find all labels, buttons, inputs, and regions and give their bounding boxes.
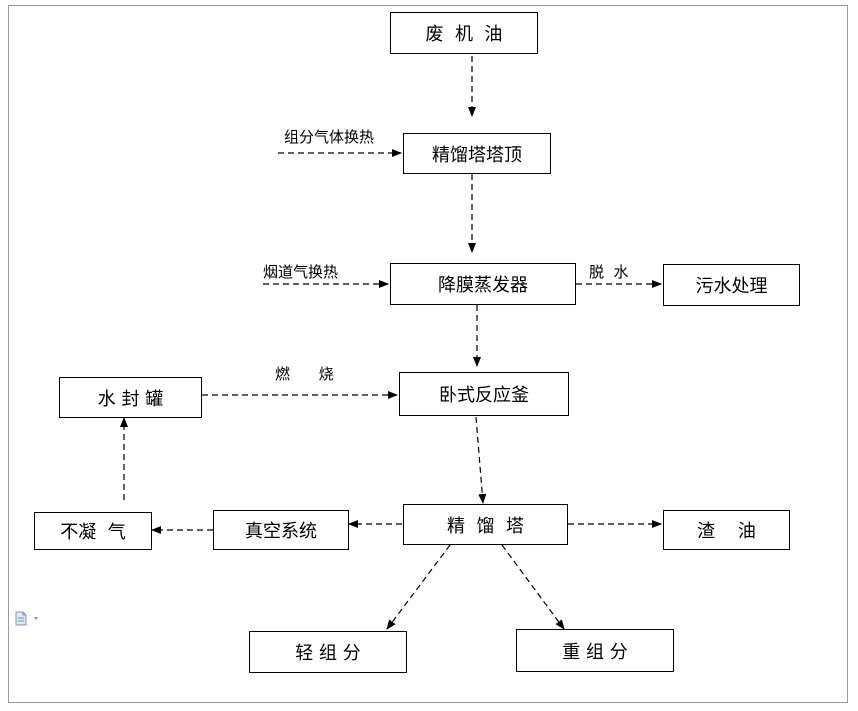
arrow-column-to-light (386, 544, 451, 630)
label-gas-exchange: 组分气体换热 (284, 128, 375, 146)
node-column: 精 馏 塔 (403, 504, 568, 545)
document-icon[interactable] (14, 611, 42, 627)
node-noncondensable: 不凝 气 (34, 512, 152, 550)
node-sewage: 污水处理 (663, 264, 800, 306)
label-dehydrate: 脱 水 (589, 263, 629, 281)
node-column-top: 精馏塔塔顶 (403, 133, 551, 174)
node-water-seal: 水 封 罐 (59, 377, 202, 418)
arrow-reactor-to-column (475, 416, 487, 504)
node-heavy-component: 重 组 分 (516, 629, 674, 672)
node-waste-oil: 废 机 油 (390, 12, 538, 54)
node-light-component: 轻 组 分 (249, 631, 407, 673)
node-reactor: 卧式反应釜 (399, 372, 569, 416)
node-residue: 渣 油 (663, 510, 790, 550)
diagram-frame (8, 5, 848, 703)
node-vacuum: 真空系统 (213, 510, 349, 550)
label-burn: 燃 烧 (275, 365, 334, 383)
node-film-evaporator: 降膜蒸发器 (390, 263, 576, 305)
label-flue-exchange: 烟道气换热 (263, 263, 339, 281)
arrow-column-to-heavy (501, 544, 565, 630)
